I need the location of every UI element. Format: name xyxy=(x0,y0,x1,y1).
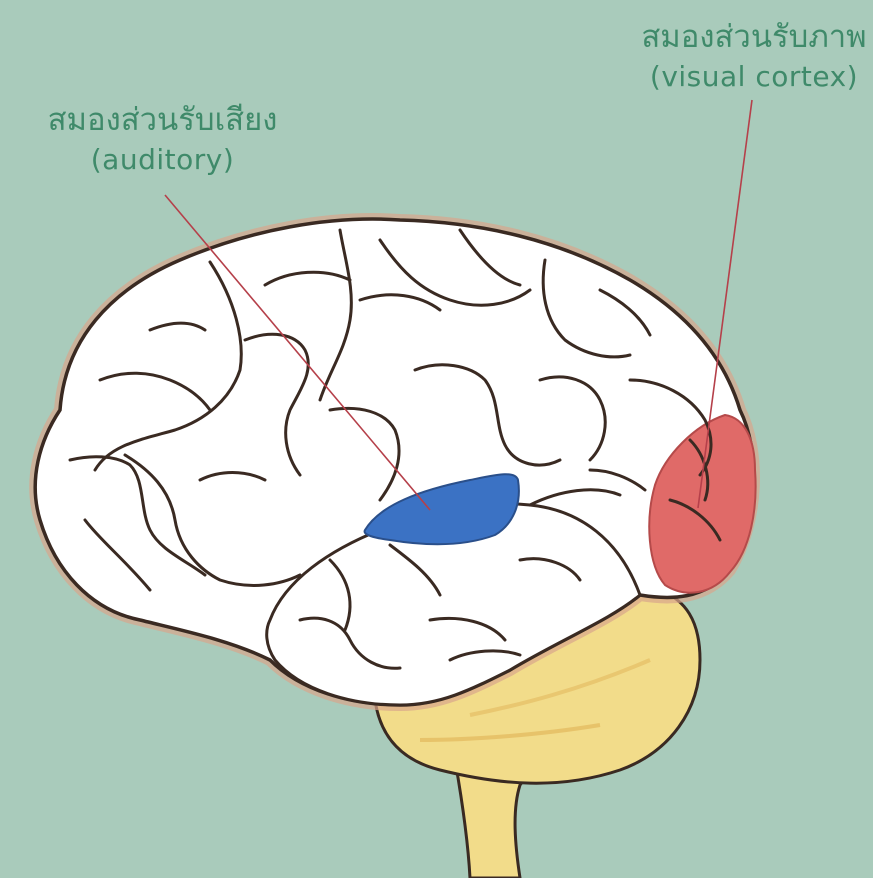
visual-label-english: (visual cortex) xyxy=(638,57,870,97)
auditory-label: สมองส่วนรับเสียง (auditory) xyxy=(40,100,285,180)
visual-label: สมองส่วนรับภาพ (visual cortex) xyxy=(638,17,870,97)
auditory-label-thai: สมองส่วนรับเสียง xyxy=(40,100,285,140)
auditory-label-english: (auditory) xyxy=(40,140,285,180)
visual-label-thai: สมองส่วนรับภาพ xyxy=(638,17,870,57)
